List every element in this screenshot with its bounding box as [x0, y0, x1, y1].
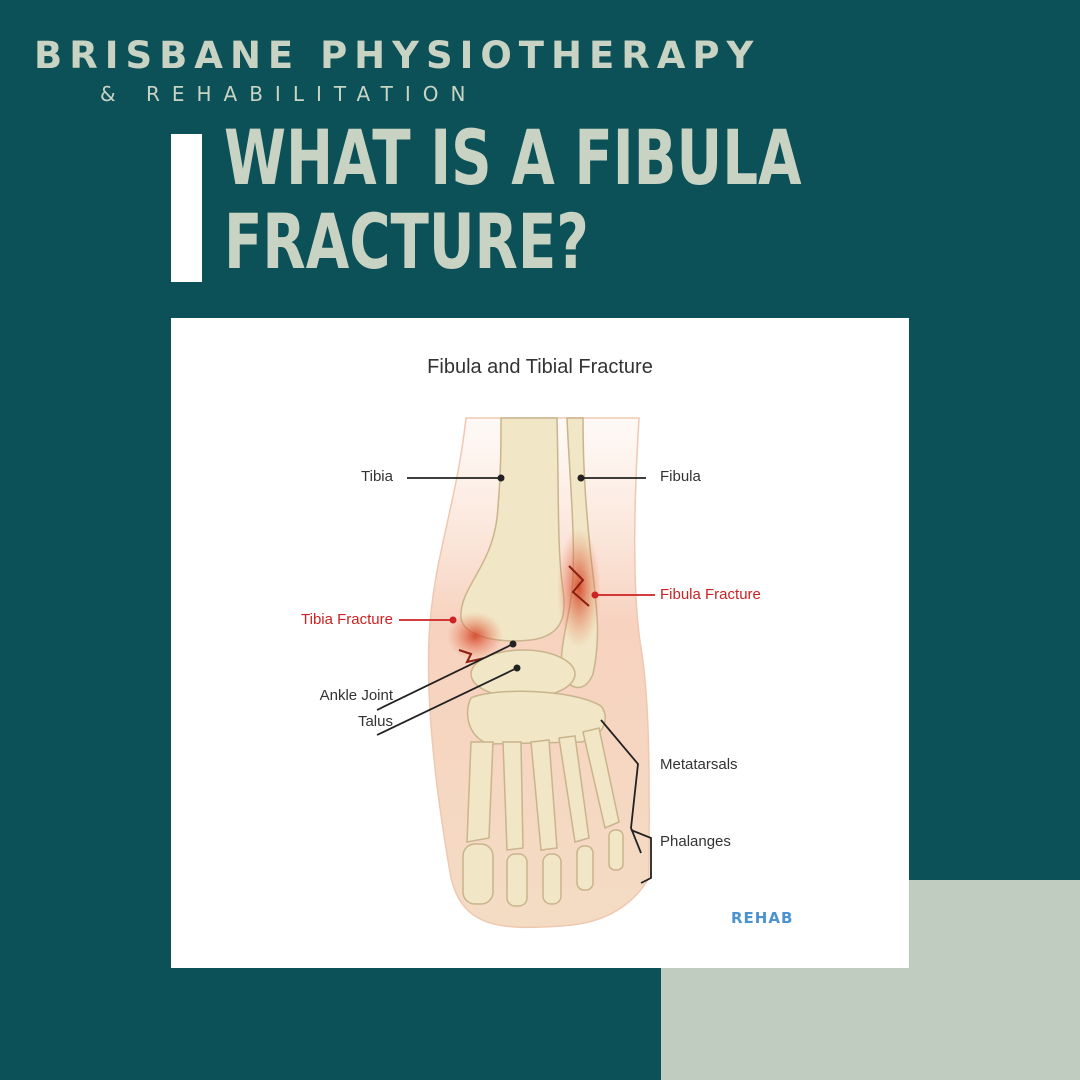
label-phalanges: Phalanges — [660, 833, 731, 850]
headline-line-1: WHAT IS A FIBULA — [224, 113, 802, 202]
label-metatarsals: Metatarsals — [660, 756, 738, 773]
headline-accent-bar — [171, 134, 202, 282]
rehab-logo: REHAB — [731, 909, 794, 927]
fibula-fracture-line — [568, 565, 590, 607]
label-talus: Talus — [357, 713, 393, 730]
fracture-leader-dots — [449, 591, 599, 624]
anatomy-figure-card: Fibula and Tibial Fracture Tibia Fibula … — [171, 318, 909, 968]
brand-subtitle: & REHABILITATION — [100, 82, 478, 106]
tibia-fracture-highlight — [447, 612, 503, 660]
leader-dots — [497, 474, 585, 672]
brand-name: BRISBANE PHYSIOTHERAPY — [34, 34, 761, 77]
figure-title: Fibula and Tibial Fracture — [427, 356, 653, 378]
leader-lines — [376, 477, 652, 884]
label-fibula-fracture: Fibula Fracture — [660, 586, 761, 603]
fracture-leader-lines — [399, 594, 655, 621]
label-fibula: Fibula — [660, 468, 701, 485]
fibula-fracture-highlight — [557, 528, 601, 648]
headline: WHAT IS A FIBULA FRACTURE? — [224, 116, 802, 284]
headline-line-2: FRACTURE? — [224, 197, 589, 286]
tibia-fracture-line — [458, 649, 486, 664]
label-tibia: Tibia — [361, 468, 393, 485]
metatarsal-bones — [466, 727, 620, 851]
label-ankle-joint: Ankle Joint — [319, 687, 393, 704]
phalanx-bones — [462, 829, 624, 907]
label-tibia-fracture: Tibia Fracture — [301, 611, 393, 628]
tarsal-bones — [466, 690, 606, 745]
ankle-illustration — [376, 417, 655, 929]
